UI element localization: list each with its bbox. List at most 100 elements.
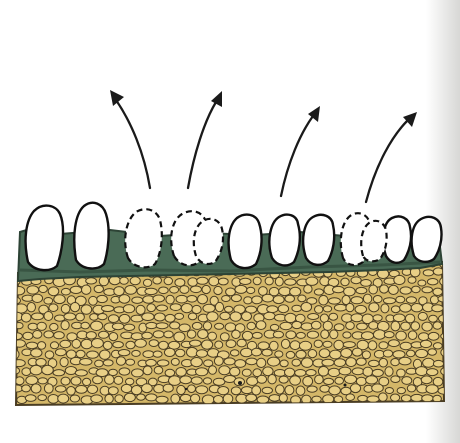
tissue-cell [207,312,218,321]
tissue-cell [131,386,141,395]
tissue-cell [361,332,373,340]
tissue-cell [126,341,135,349]
tissue-cell [191,286,202,293]
tissue-cell [58,394,69,403]
tissue-cell [224,358,235,365]
tissue-cell [176,368,186,377]
tissue-cell [231,387,241,395]
tissue-cell [153,295,165,302]
tissue-cell [86,332,96,339]
solid-outline-body [26,206,63,271]
tissue-cell [373,296,382,303]
upward-arrow-1 [110,90,150,188]
tissue-cell [91,321,103,330]
tissue-cell [285,295,295,302]
tissue-cell [218,387,229,395]
tissue-cell [137,394,146,400]
tissue-cell [146,322,157,328]
tissue-cell [341,278,349,286]
solid-outline-body [383,216,411,262]
tissue-cell [319,295,328,305]
tissue-cell [329,386,341,395]
tissue-cell [10,350,19,359]
tissue-cell [215,302,223,311]
tissue-cell [209,277,219,286]
tissue-cell [369,285,378,294]
tissue-cell [55,349,66,356]
tissue-cell [344,375,356,383]
tissue-cell [246,394,257,401]
tissue-cell [153,351,162,357]
tissue-cell [312,396,321,402]
tissue-cell [55,386,66,392]
tissue-cell [279,376,288,383]
tissue-cell [153,277,162,284]
tissue-cell [60,340,71,347]
tissue-cell [388,340,399,347]
tissue-cell [26,342,37,349]
tissue-cell [103,341,112,349]
tissue-cell [422,287,433,293]
tissue-cell [191,358,203,367]
tissue-cell [258,342,269,350]
tissue-cell [157,305,168,311]
tissue-cell [15,323,23,329]
tissue-cell [385,367,393,376]
tissue-cell [270,324,278,330]
tissue-cell [38,378,47,384]
tissue-cell [143,351,154,358]
tissue-cell [215,341,223,348]
tissue-cell [142,332,153,339]
tissue-cell [32,294,43,302]
tissue-cell [421,376,432,384]
tissue-cell [235,360,246,368]
tissue-cell [156,323,168,329]
tissue-cell [322,359,334,366]
tissue-cell [83,378,91,385]
arrow-head-icon [403,112,417,127]
tissue-cell [176,349,185,357]
tissue-cell [38,395,47,401]
tissue-cell [208,332,217,340]
tissue-cell [187,347,198,357]
tissue-cell [323,341,332,347]
tissue-cell [303,376,313,386]
tissue-cell [192,322,202,329]
tissue-cell [292,321,302,328]
tissue-cell [115,395,123,403]
tissue-cell [379,342,388,349]
tissue-cell [14,340,26,347]
tissue-cell [87,351,99,358]
tissue-cell [241,387,252,394]
tissue-cell [61,377,70,385]
tissue-cell [171,358,179,365]
tissue-cell [132,297,143,303]
tissue-cell [242,331,252,340]
tissue-cell [333,286,345,292]
tissue-cell [179,324,190,332]
tissue-cell [196,350,207,357]
tissue-cell [339,367,351,375]
tissue-cell [256,321,266,330]
tissue-cell [252,296,262,304]
tissue-cell [384,332,394,338]
tissue-cell [247,287,255,293]
tissue-cell [334,324,344,331]
tissue-cell [25,395,36,402]
tissue-cell [363,294,371,303]
tissue-cell [311,321,321,329]
tissue-cell [174,332,185,342]
tissue-cell [391,376,400,383]
tissue-cell [281,339,289,348]
tissue-cell [270,341,279,350]
tissue-cell [334,359,345,367]
tissue-cell [411,394,423,401]
tissue-cell [369,303,379,312]
tissue-cell [352,368,364,375]
tissue-cell [130,277,140,285]
tissue-cell [427,369,438,376]
tissue-cell [31,384,41,393]
tissue-cell [187,330,196,338]
tissue-cell [108,315,118,323]
tissue-cell [343,332,351,338]
